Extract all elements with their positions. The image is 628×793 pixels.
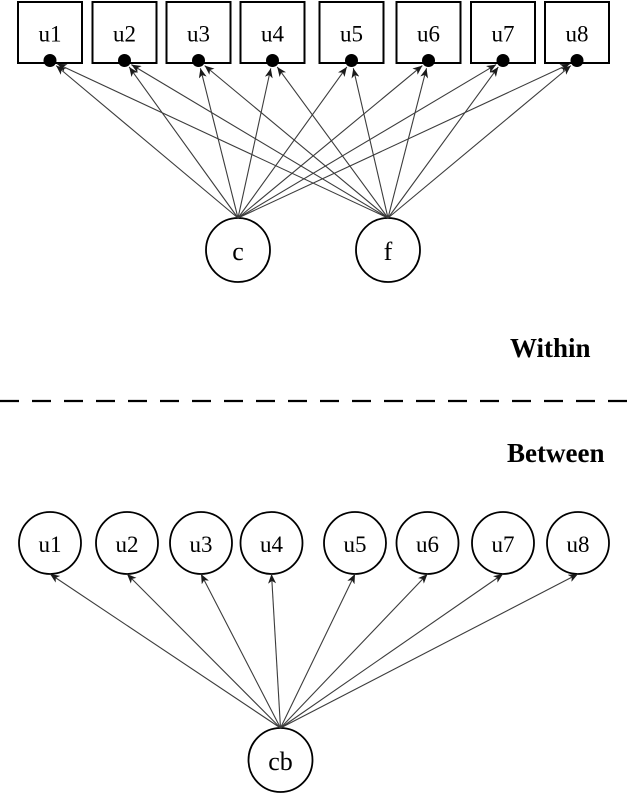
- within-observed-u1-box: [17, 1, 83, 64]
- between-section-label: Between: [507, 438, 604, 468]
- between-observed-u7-label: u7: [492, 532, 515, 557]
- edge-c-u7: [237, 64, 497, 219]
- intercept-dot-u3: [192, 54, 205, 67]
- within-observed-u8-label: u8: [566, 22, 589, 47]
- edge-cb-u2: [126, 573, 281, 729]
- within-observed-u2-box: [91, 1, 158, 64]
- within-observed-u8-box: [544, 1, 610, 64]
- edge-f-u2: [131, 64, 389, 219]
- within-observed-u6-box: [395, 1, 462, 64]
- edge-f-u7: [387, 66, 499, 219]
- edge-c-u4: [237, 68, 273, 219]
- edge-cb-u6: [280, 573, 428, 729]
- intercept-dot-u6: [422, 54, 435, 67]
- within-observed-u2-label: u2: [113, 22, 136, 47]
- between-observed-u3-label: u3: [190, 532, 213, 557]
- edge-f-u4: [276, 66, 389, 219]
- edge-c-u5: [237, 66, 348, 219]
- edge-c-u8: [237, 63, 570, 219]
- node-labels-layer: u1 u2 u3 u4 u5 u6 u7 u8 c f u1 u2 u3 u4 u5 u6 u7 u8 cb: [39, 22, 590, 777]
- edge-cb-u4: [268, 573, 282, 729]
- intercept-dot-u2: [118, 54, 131, 67]
- edge-f-u3: [204, 65, 389, 219]
- edge-c-u3: [198, 68, 239, 219]
- intercept-dots-layer: [43, 54, 584, 67]
- edge-cb-u7: [280, 573, 504, 729]
- edge-c-u6: [237, 65, 423, 219]
- intercept-dot-u1: [43, 54, 57, 67]
- within-latent-c-label: c: [232, 237, 244, 266]
- edge-f-u1: [57, 63, 389, 219]
- edge-c-u1: [55, 65, 239, 219]
- within-observed-u4-box: [239, 1, 306, 64]
- within-latent-f-label: f: [384, 237, 393, 266]
- within-observed-u3-label: u3: [187, 22, 210, 47]
- edge-cb-u1: [49, 573, 281, 729]
- intercept-dot-u4: [266, 54, 279, 67]
- edge-f-u6: [387, 68, 429, 219]
- edge-f-u8: [387, 65, 572, 219]
- edges-layer: [49, 63, 579, 729]
- between-observed-u8-label: u8: [567, 532, 590, 557]
- within-section-label: Within: [510, 333, 591, 363]
- edge-f-u5: [351, 68, 389, 219]
- nodes-layer: [17, 1, 610, 793]
- between-observed-u5-label: u5: [344, 532, 367, 557]
- within-observed-u4-label: u4: [261, 22, 285, 47]
- within-observed-u5-label: u5: [340, 22, 363, 47]
- within-observed-u7-label: u7: [492, 22, 515, 47]
- between-latent-cb-label: cb: [268, 747, 293, 776]
- intercept-dot-u8: [570, 54, 584, 67]
- edge-cb-u3: [200, 573, 281, 729]
- edge-cb-u5: [280, 573, 356, 729]
- within-observed-u6-label: u6: [417, 22, 440, 47]
- intercept-dot-u5: [345, 54, 358, 67]
- between-observed-u4-label: u4: [260, 532, 284, 557]
- between-observed-u1-label: u1: [39, 532, 62, 557]
- intercept-dot-u7: [496, 54, 510, 67]
- edge-cb-u8: [280, 573, 579, 729]
- within-observed-u1-label: u1: [39, 22, 62, 47]
- between-observed-u6-label: u6: [416, 532, 439, 557]
- edge-c-u2: [128, 66, 239, 219]
- between-observed-u2-label: u2: [116, 532, 139, 557]
